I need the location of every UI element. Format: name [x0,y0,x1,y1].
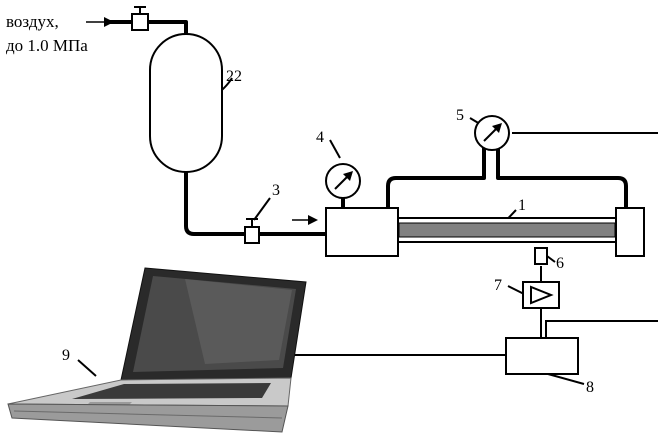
label-1: 1 [518,197,526,214]
air-source-label-line1: воздух, [6,12,59,31]
label-5: 5 [456,107,464,124]
chamber-flow-arrow [292,215,318,225]
inlet-flow-arrow [86,17,114,27]
leader-8 [548,374,584,384]
valve-3 [245,219,259,243]
label-22: 22 [226,68,242,85]
laptop-9 [8,268,306,432]
label-8: 8 [586,379,594,396]
label-6: 6 [556,255,564,272]
adc-unit-8 [506,338,578,374]
wire-edge-to-unit8 [546,321,658,338]
leader-3 [254,198,270,220]
laptop-front [8,404,288,432]
label-9: 9 [62,347,70,364]
test-tube-1 [398,218,616,242]
pipe-receiver-to-valve3 [186,172,244,234]
amplifier-7 [523,282,559,308]
inlet-chamber [326,208,398,256]
leader-4 [330,140,340,158]
pressure-gauge-4 [326,164,360,198]
leader-9 [78,360,96,376]
pipe-valve-to-receiver [148,22,186,34]
leader-6 [547,256,555,262]
label-7: 7 [494,277,502,294]
leader-7 [508,286,524,294]
label-4: 4 [316,129,324,146]
air-source-label-line2: до 1.0 МПа [6,36,88,55]
inlet-valve [132,7,148,30]
differential-gauge-5 [475,116,509,150]
label-3: 3 [272,182,280,199]
end-cap [616,208,644,256]
sensor-6 [535,242,547,264]
pipe-gauge5-left [388,148,484,208]
receiver-tank [150,34,222,172]
